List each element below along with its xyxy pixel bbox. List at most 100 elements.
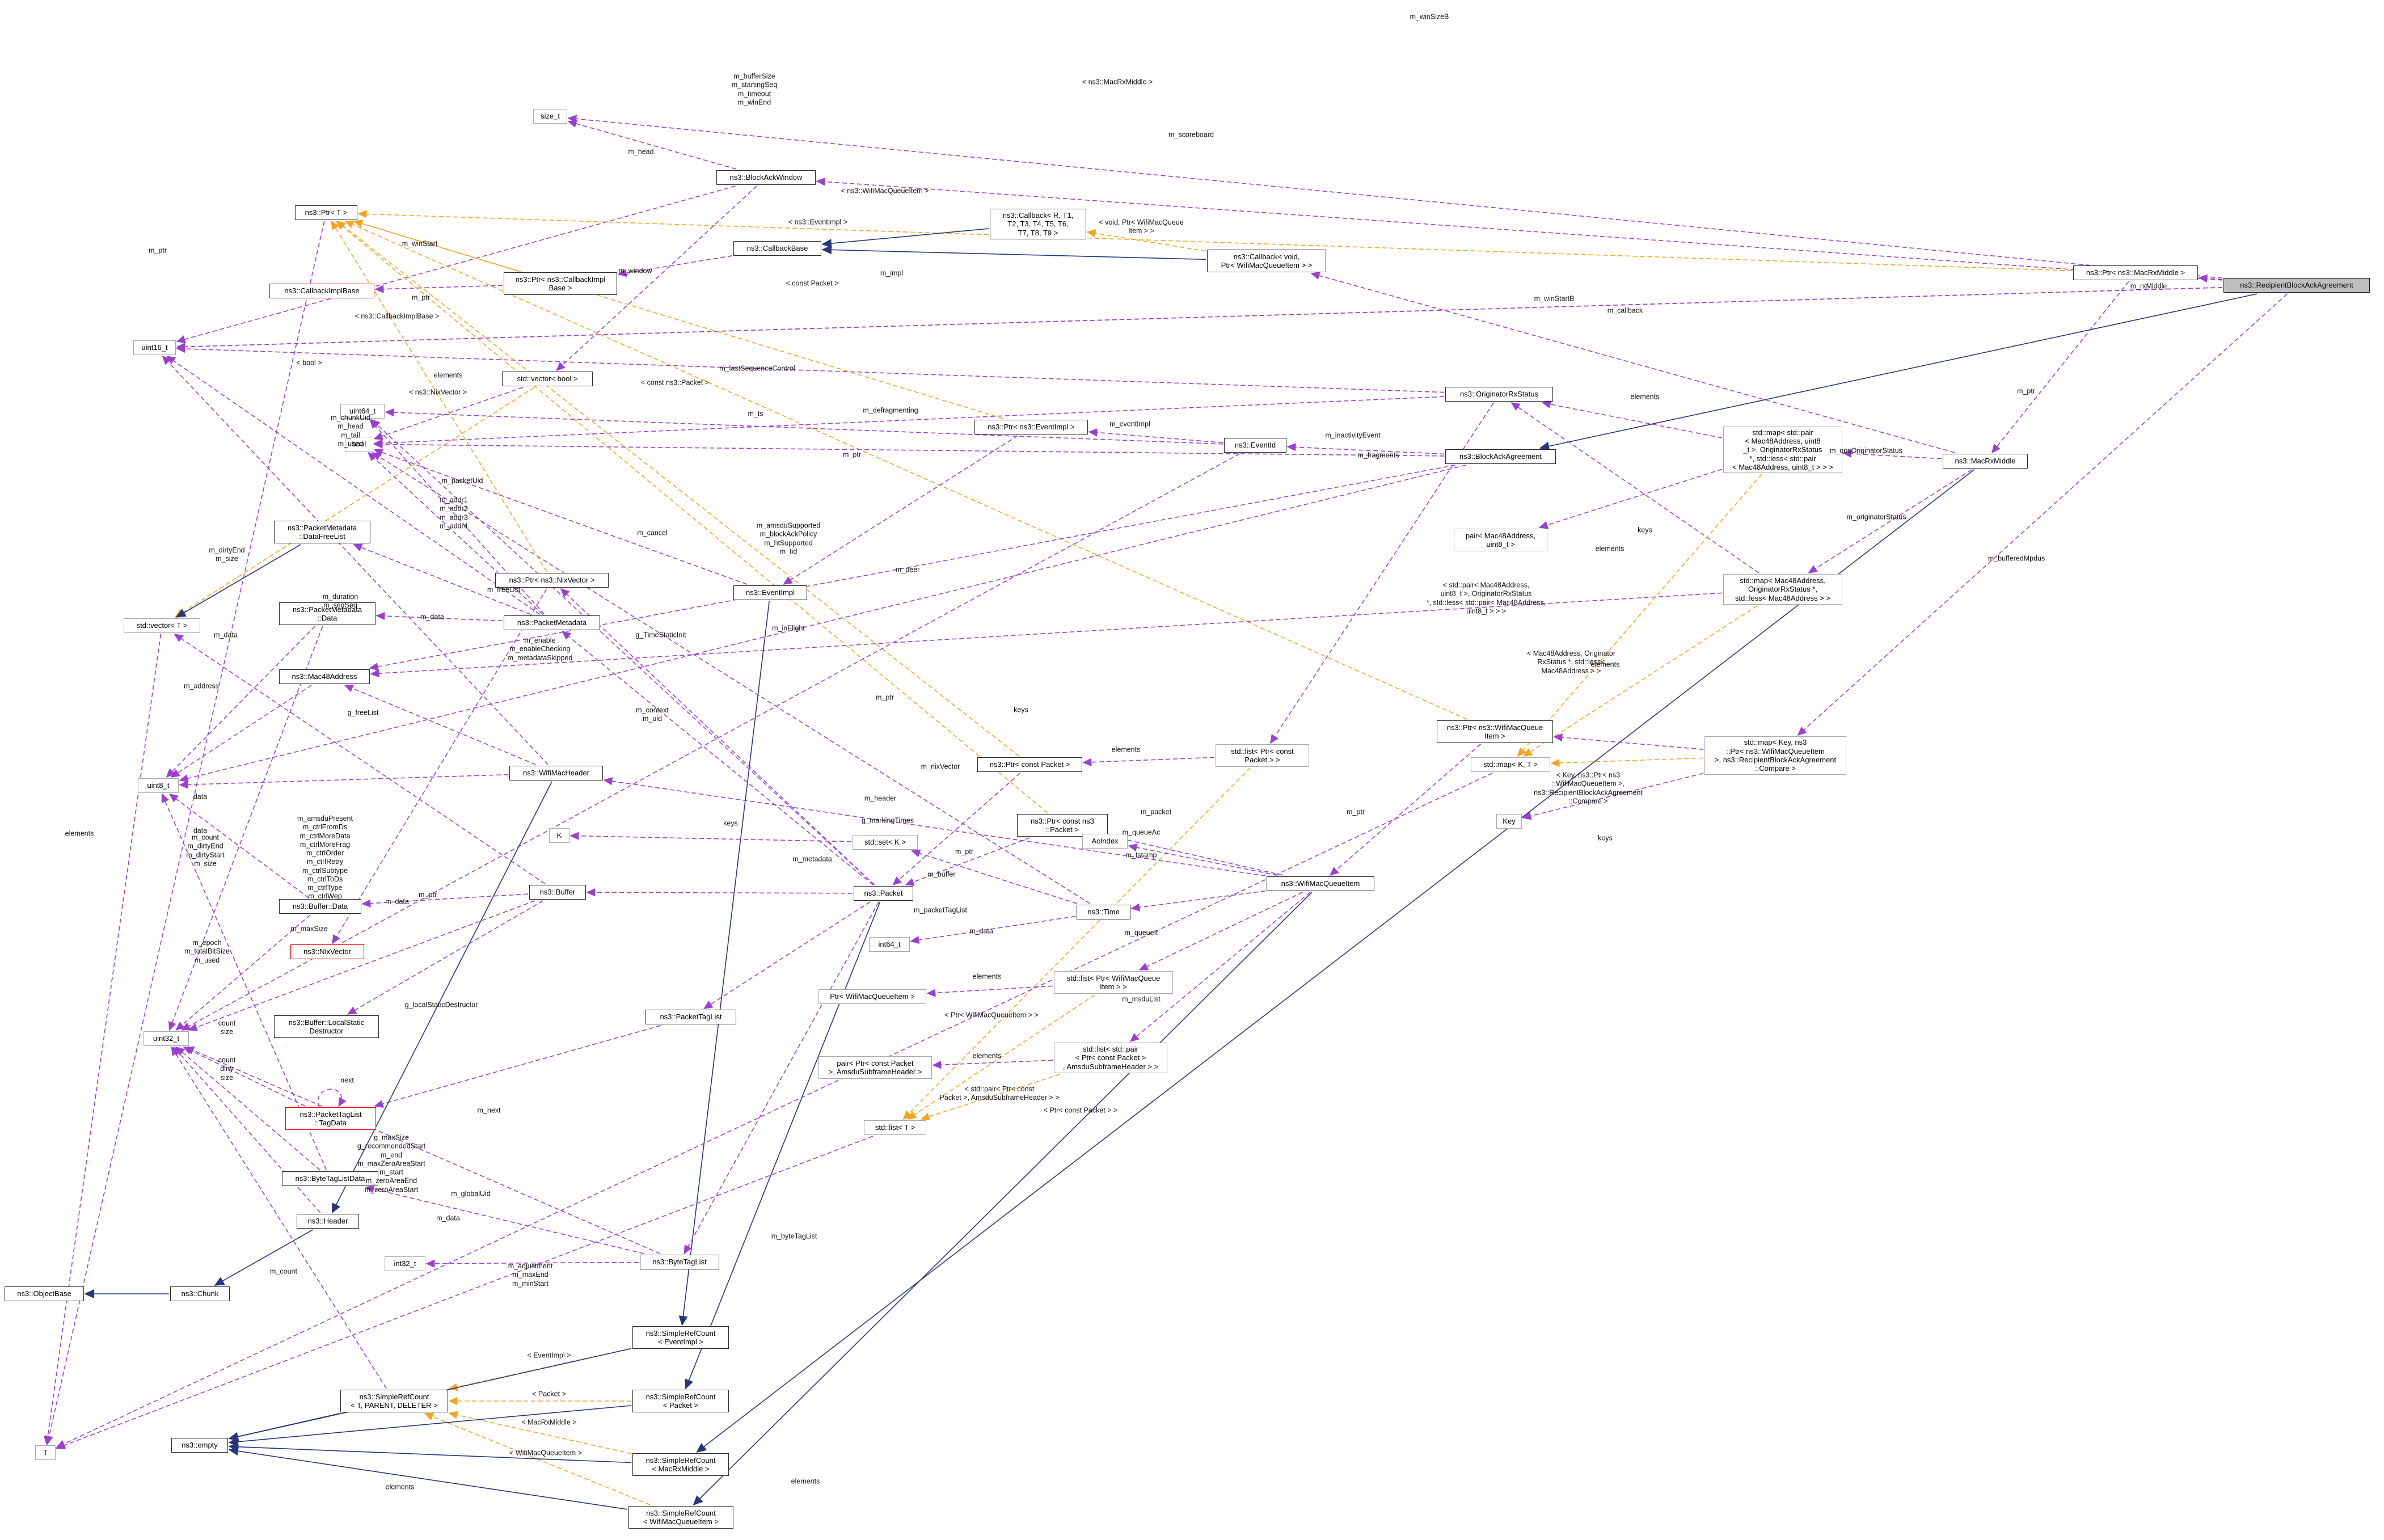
node-pmData[interactable]: ns3::PacketMetadata ::Data: [279, 602, 375, 625]
node-ptrT[interactable]: ns3::Ptr< T >: [295, 205, 357, 220]
node-pmDataFreeList[interactable]: ns3::PacketMetadata ::DataFreeList: [274, 521, 370, 543]
node-bufferLSD[interactable]: ns3::Buffer::LocalStatic Destructor: [274, 1015, 379, 1038]
edge-ptrEventImpl-ptrT: [353, 220, 1003, 419]
node-ptrEventImpl[interactable]: ns3::Ptr< ns3::EventImpl >: [974, 420, 1088, 434]
node-int32: int32_t: [385, 1256, 425, 1271]
node-ptrConstPacket[interactable]: ns3::Ptr< const Packet >: [977, 757, 1082, 772]
edge-originatorRxStatus-uint16: [176, 344, 1445, 393]
node-byteTagListData[interactable]: ns3::ByteTagListData: [282, 1171, 378, 1186]
node-ptrWifiItemNode[interactable]: ns3::Ptr< ns3::WifiMacQueue Item >: [1437, 720, 1553, 743]
node-int64: int64_t: [869, 937, 910, 952]
node-wifiMacQueueItem[interactable]: ns3::WifiMacQueueItem: [1267, 876, 1374, 891]
node-callbackVoidPtr[interactable]: ns3::Callback< void, Ptr< WifiMacQueueIt…: [1207, 250, 1326, 272]
node-ptrConstNs3Packet[interactable]: ns3::Ptr< const ns3 ::Packet >: [1017, 814, 1108, 837]
node-eventId[interactable]: ns3::EventId: [1224, 438, 1286, 453]
node-eventImplNode[interactable]: ns3::EventImpl: [733, 585, 807, 600]
edge-recipient-uint16: [176, 287, 2223, 351]
node-empty[interactable]: ns3::empty: [171, 1438, 228, 1453]
node-K: K: [549, 828, 569, 843]
edge-originatorRxStatus-bool: [373, 396, 1445, 448]
node-packetTagList[interactable]: ns3::PacketTagList: [645, 1010, 736, 1024]
edge-listPtrConstPacket-listT: [902, 767, 1251, 1120]
node-srcTPD[interactable]: ns3::SimpleRefCount < T, PARENT, DELETER…: [340, 1390, 448, 1412]
edge-wifiMacHeader-uint16: [162, 355, 548, 765]
node-macRxMiddle[interactable]: ns3::MacRxMiddle: [1943, 454, 2028, 469]
node-callbackImplBase[interactable]: ns3::CallbackImplBase: [269, 284, 374, 298]
edge-byteTagList-int32: [425, 1259, 639, 1268]
node-nixVectorPtr[interactable]: ns3::Ptr< ns3::NixVector >: [495, 573, 609, 588]
edge-buffer-uint32: [188, 900, 535, 1031]
node-byteTagList[interactable]: ns3::ByteTagList: [640, 1255, 719, 1269]
edge-listPtrWifiItem-ptrWifiMacQueueItemSmall: [926, 985, 1053, 997]
node-bufferData[interactable]: ns3::Buffer::Data: [279, 899, 361, 914]
edge-recipient-ptrMacRxMiddle: [2198, 274, 2223, 282]
node-mapKeyPtrRecipient: std::map< Key, ns3 ::Ptr< ns3::WifiMacQu…: [1704, 736, 1846, 775]
edge-ptrT-T: [45, 221, 325, 1445]
edge-nixVectorPtr-ptrT: [331, 220, 547, 572]
edge-mac48-uint8: [170, 685, 312, 778]
edge-ptrWifiItemNode-ptrT: [344, 221, 1467, 720]
node-header[interactable]: ns3::Header: [297, 1214, 359, 1229]
node-ptrMacRxMiddle[interactable]: ns3::Ptr< ns3::MacRxMiddle >: [2073, 265, 2198, 280]
node-callbackRT[interactable]: ns3::Callback< R, T1, T2, T3, T4, T5, T6…: [990, 209, 1086, 239]
node-mapMacOrig: std::map< Mac48Address, OriginatorRxStat…: [1723, 574, 1842, 605]
node-srcMacRxMiddle[interactable]: ns3::SimpleRefCount < MacRxMiddle >: [632, 1453, 729, 1476]
edge-packet-byteTagList: [683, 901, 879, 1255]
edge-ptrCallbackImplBase-ptrT: [353, 220, 520, 272]
edge-wifiMacHeader-uint8: [179, 774, 509, 789]
edge-pmData-uint32: [168, 626, 323, 1031]
node-callbackBase[interactable]: ns3::CallbackBase: [733, 241, 821, 256]
node-srcWifiItem[interactable]: ns3::SimpleRefCount < WifiMacQueueItem >: [628, 1506, 733, 1529]
edge-callbackRT-callbackBase: [821, 228, 989, 248]
edge-packetTagList-ptlTagData: [374, 1025, 661, 1108]
edge-byteTagList-byteTagListData: [365, 1185, 644, 1254]
edge-buffer-bufferLSD: [347, 900, 543, 1015]
edge-packet-packetTagList: [703, 901, 871, 1009]
node-wifiMacHeader[interactable]: ns3::WifiMacHeader: [509, 766, 603, 780]
edge-wifiMacHeader-mac48: [344, 684, 536, 765]
node-packet[interactable]: ns3::Packet: [854, 886, 913, 901]
edge-recipient-sizeT: [567, 115, 2223, 279]
edge-blockAckAgreement-eventId: [1286, 443, 1445, 455]
edge-blockAckWindow-vectorBool: [556, 185, 757, 372]
node-blockAckAgreement[interactable]: ns3::BlockAckAgreement: [1445, 449, 1556, 464]
node-blockAckWindow[interactable]: ns3::BlockAckWindow: [716, 170, 816, 185]
edge-eventId-uint32: [181, 453, 1240, 1031]
node-chunk[interactable]: ns3::Chunk: [170, 1286, 230, 1301]
node-setK: std::set< K >: [853, 835, 918, 850]
node-objectbase[interactable]: ns3::ObjectBase: [5, 1286, 84, 1301]
edge-packet-uint64: [371, 419, 875, 885]
edge-eventImplNode-srcEventImpl: [678, 601, 770, 1326]
node-vectorBool[interactable]: std::vector< bool >: [502, 372, 593, 386]
edge-ptrConstPacket-packet: [892, 773, 1021, 886]
edge-mapMacOrig-mapKT: [1522, 605, 1758, 757]
edge-ptlTagData-uint32: [183, 1047, 306, 1107]
node-keyNode: Key: [1496, 814, 1522, 829]
edge-macRxMiddle-srcMacRxMiddle: [696, 469, 1974, 1453]
node-originatorRxStatus[interactable]: ns3::OriginatorRxStatus: [1445, 387, 1553, 402]
node-time[interactable]: ns3::Time: [1077, 905, 1130, 919]
edge-eventId-ptrEventImpl: [1088, 428, 1223, 444]
node-mapPairOrig: std::map< std::pair < Mac48Address, uint…: [1723, 427, 1842, 473]
node-srcEventImpl[interactable]: ns3::SimpleRefCount < EventImpl >: [632, 1326, 729, 1349]
node-srcPacket[interactable]: ns3::SimpleRefCount < Packet >: [632, 1390, 729, 1412]
edge-listPairAmsdu-listT: [920, 1074, 1060, 1121]
node-ptrCallbackImplBase[interactable]: ns3::Ptr< ns3::CallbackImpl Base >: [504, 272, 617, 295]
node-buffer[interactable]: ns3::Buffer: [529, 885, 586, 900]
edge-listPtrWifiItem-listT: [907, 994, 1095, 1120]
edge-mapPairOrig-originatorRxStatus: [1541, 400, 1723, 438]
edge-ptrConstPacket-ptrT: [336, 221, 1019, 757]
node-nixVector[interactable]: ns3::NixVector: [290, 944, 364, 959]
node-ptlTagData[interactable]: ns3::PacketTagList ::TagData: [285, 1107, 376, 1130]
edge-ptrEventImpl-eventImplNode: [783, 435, 1018, 585]
node-packetMetadata[interactable]: ns3::PacketMetadata: [504, 615, 600, 630]
edge-ptrMacRxMiddle-ptrT: [357, 210, 2073, 272]
edge-wifiMacQueueItem-listPairAmsdu: [1129, 892, 1311, 1043]
node-mac48[interactable]: ns3::Mac48Address: [279, 669, 370, 684]
node-listPtrConstPacket: std::list< Ptr< const Packet > >: [1216, 744, 1309, 767]
edge-packetMetadata-uint16: [166, 356, 540, 615]
node-pairMac48Uint8: pair< Mac48Address, uint8_t >: [1454, 529, 1547, 551]
edge-mapMacOrig-originatorRxStatus: [1510, 402, 1759, 573]
